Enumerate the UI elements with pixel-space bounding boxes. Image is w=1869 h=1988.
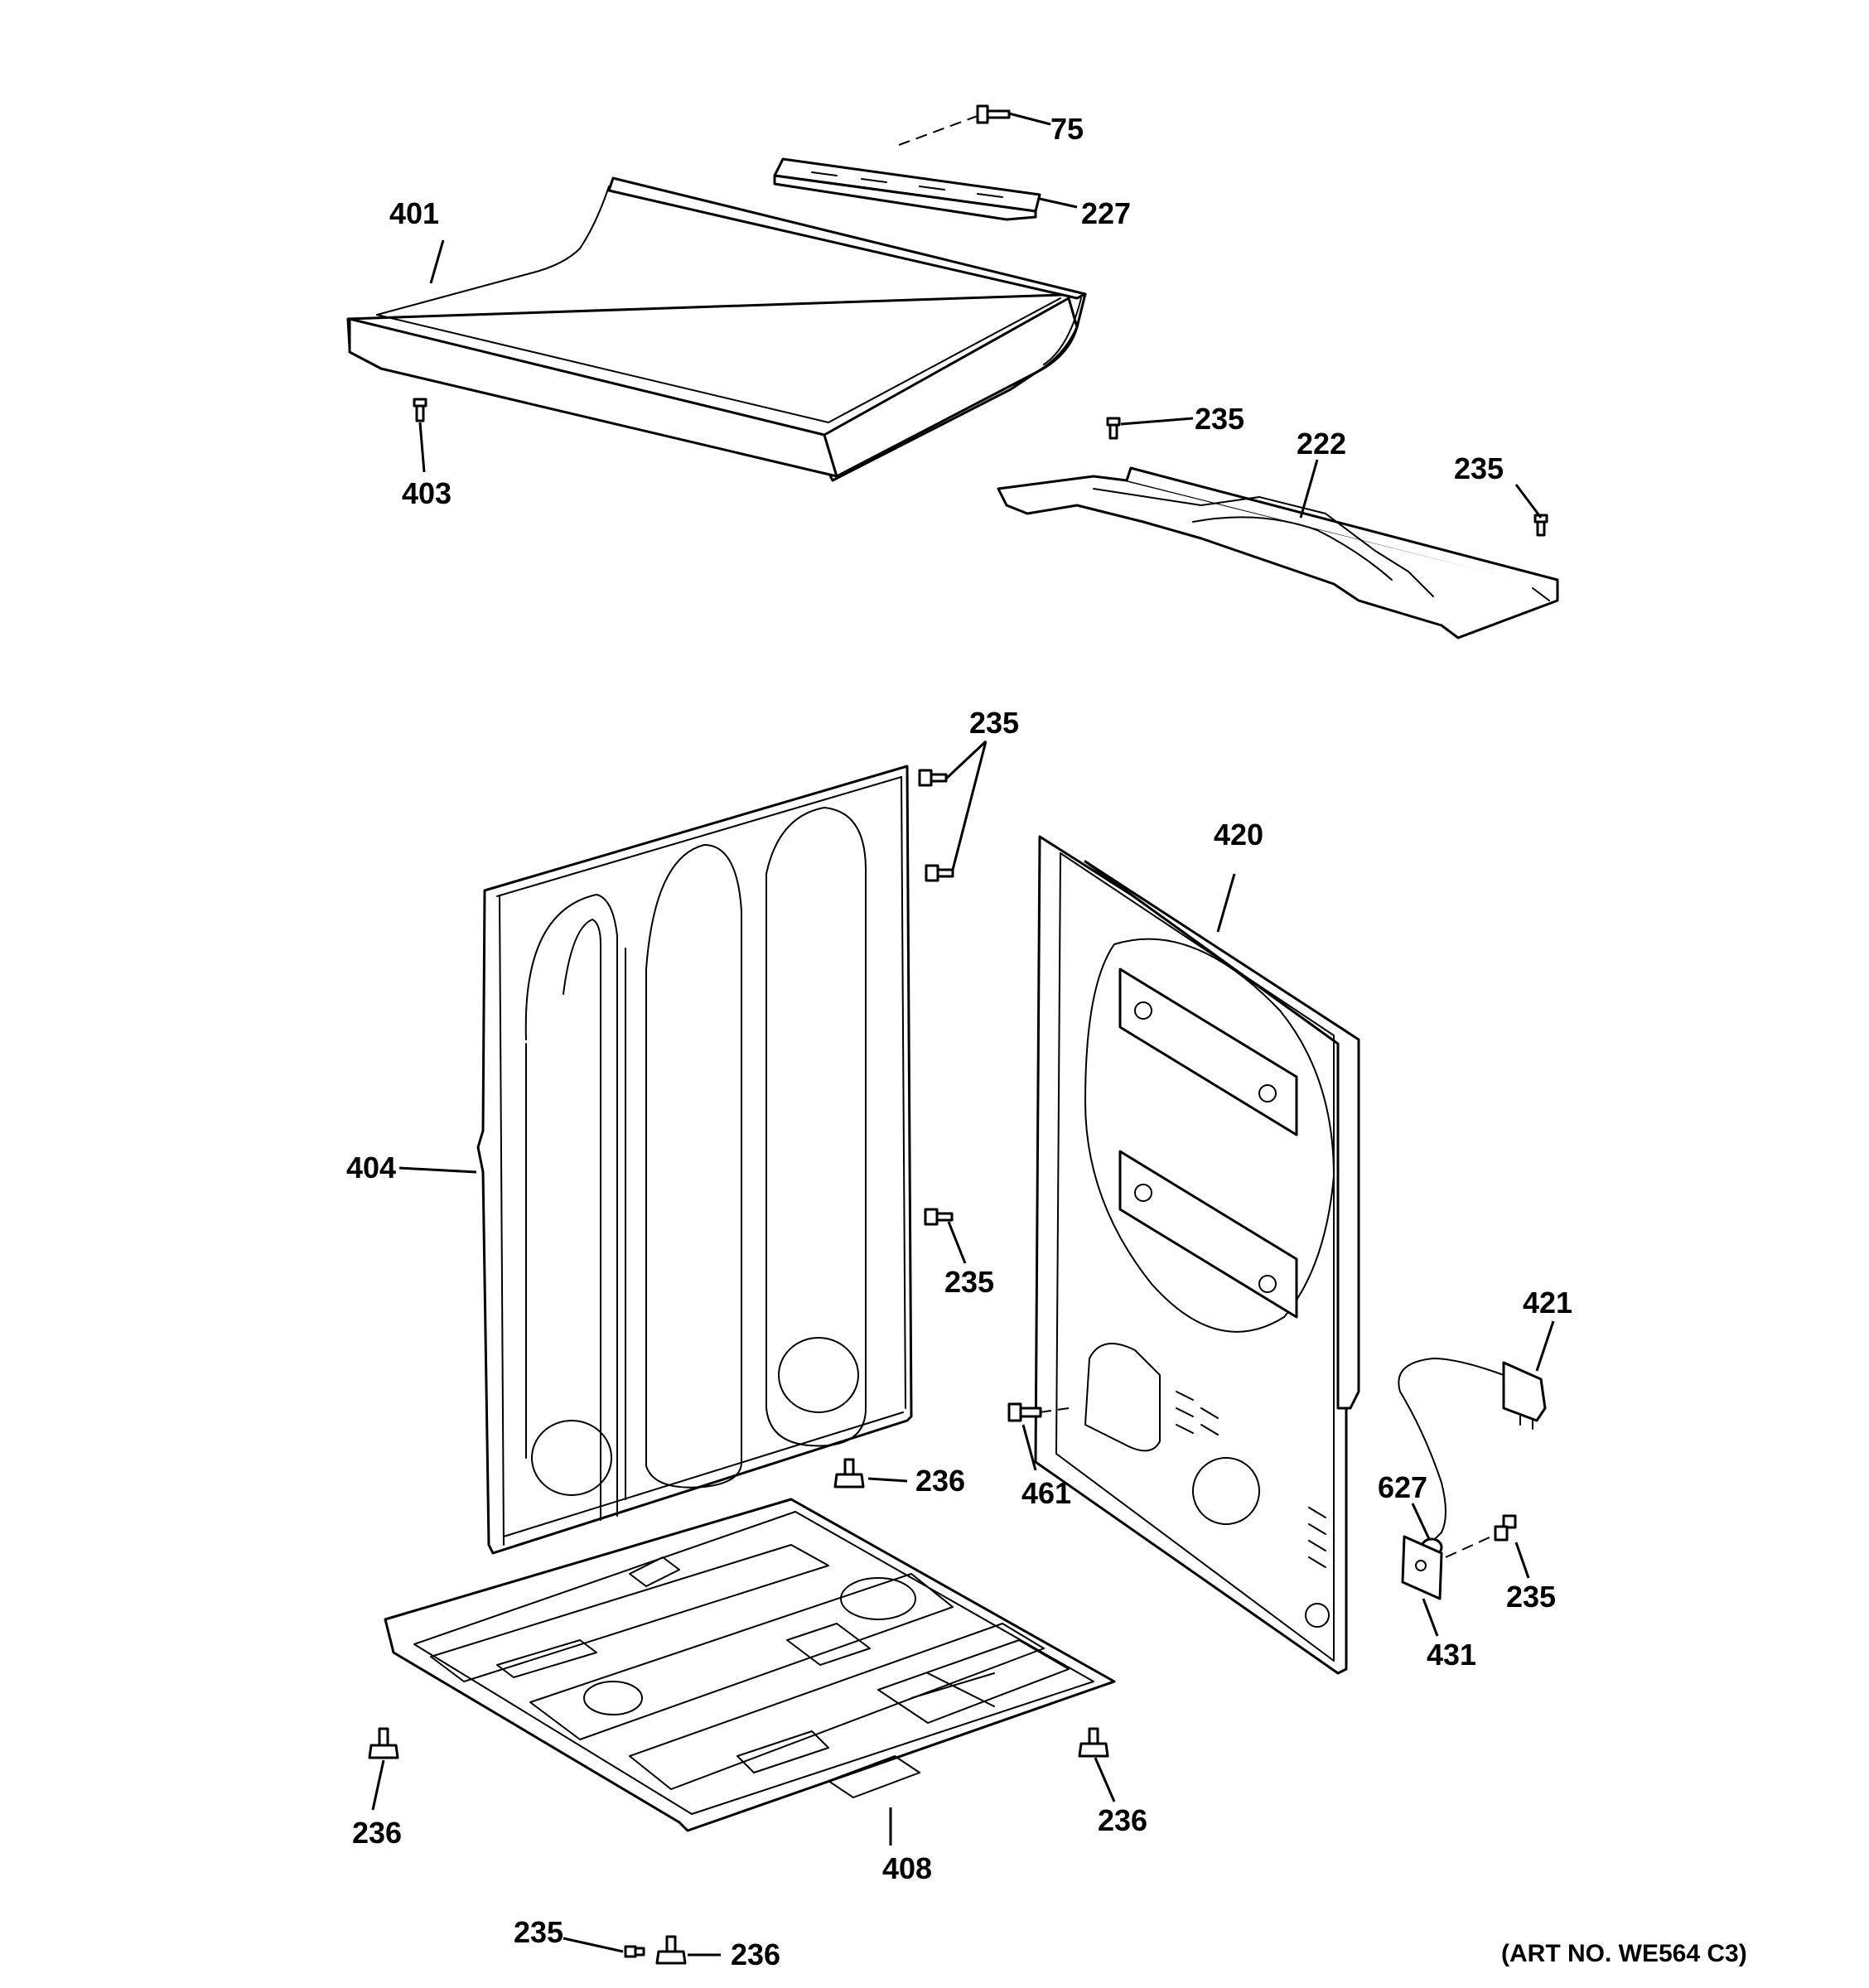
callout-236-center: 236 [915, 1464, 965, 1498]
screw-235-top-right [1533, 514, 1548, 537]
callout-222: 222 [1297, 427, 1346, 461]
art-number: (ART NO. WE564 C3) [1501, 1940, 1747, 1967]
screw-461 [1007, 1402, 1042, 1422]
top-panel-401 [346, 176, 1087, 482]
callout-235-top-left: 235 [1195, 402, 1244, 436]
cord-bracket-431 [1401, 1535, 1443, 1600]
callout-labels: 75 227 401 403 235 222 235 235 420 404 2… [346, 112, 1747, 1971]
screw-235-bottom [624, 1945, 645, 1958]
callout-421: 421 [1523, 1286, 1572, 1320]
callout-235-top-right: 235 [1454, 451, 1504, 485]
callout-227: 227 [1081, 196, 1131, 230]
callout-431: 431 [1427, 1638, 1476, 1672]
foot-236-bottom [655, 1935, 687, 1965]
leader-lines [371, 112, 1555, 1957]
screw-235-side-upper-b [925, 864, 954, 882]
screw-235-side-lower [924, 1208, 954, 1226]
callout-236-bottom: 236 [731, 1937, 780, 1971]
rear-panel-420 [1034, 835, 1360, 1675]
foot-236-right [1078, 1727, 1109, 1758]
callout-235-bottom: 235 [514, 1915, 563, 1949]
callout-236-right: 236 [1098, 1803, 1147, 1837]
support-bracket-222 [997, 466, 1559, 639]
foot-236-center [833, 1458, 865, 1489]
callout-401: 401 [389, 196, 439, 230]
power-cord-421 [1398, 1358, 1547, 1542]
callout-461: 461 [1021, 1476, 1071, 1510]
callout-235-side-upper: 235 [969, 706, 1019, 740]
callout-235-side-lower: 235 [944, 1265, 994, 1299]
side-panel-404 [476, 765, 913, 1555]
callout-235-cord: 235 [1506, 1580, 1556, 1614]
screw-75 [976, 104, 1011, 124]
foot-236-left [368, 1727, 399, 1759]
screw-235-cord [1494, 1514, 1517, 1542]
callout-408: 408 [882, 1851, 932, 1885]
callout-627: 627 [1378, 1470, 1427, 1504]
base-408 [384, 1498, 1116, 1832]
callout-236-left: 236 [352, 1816, 402, 1850]
screw-235-top-left [1106, 417, 1121, 440]
bracket-227 [773, 157, 1041, 221]
screw-235-side-upper-a [918, 769, 948, 787]
screw-403 [413, 398, 427, 422]
callout-403: 403 [402, 476, 452, 510]
callout-404: 404 [346, 1151, 396, 1185]
callout-420: 420 [1214, 818, 1263, 852]
callout-75: 75 [1050, 112, 1084, 146]
